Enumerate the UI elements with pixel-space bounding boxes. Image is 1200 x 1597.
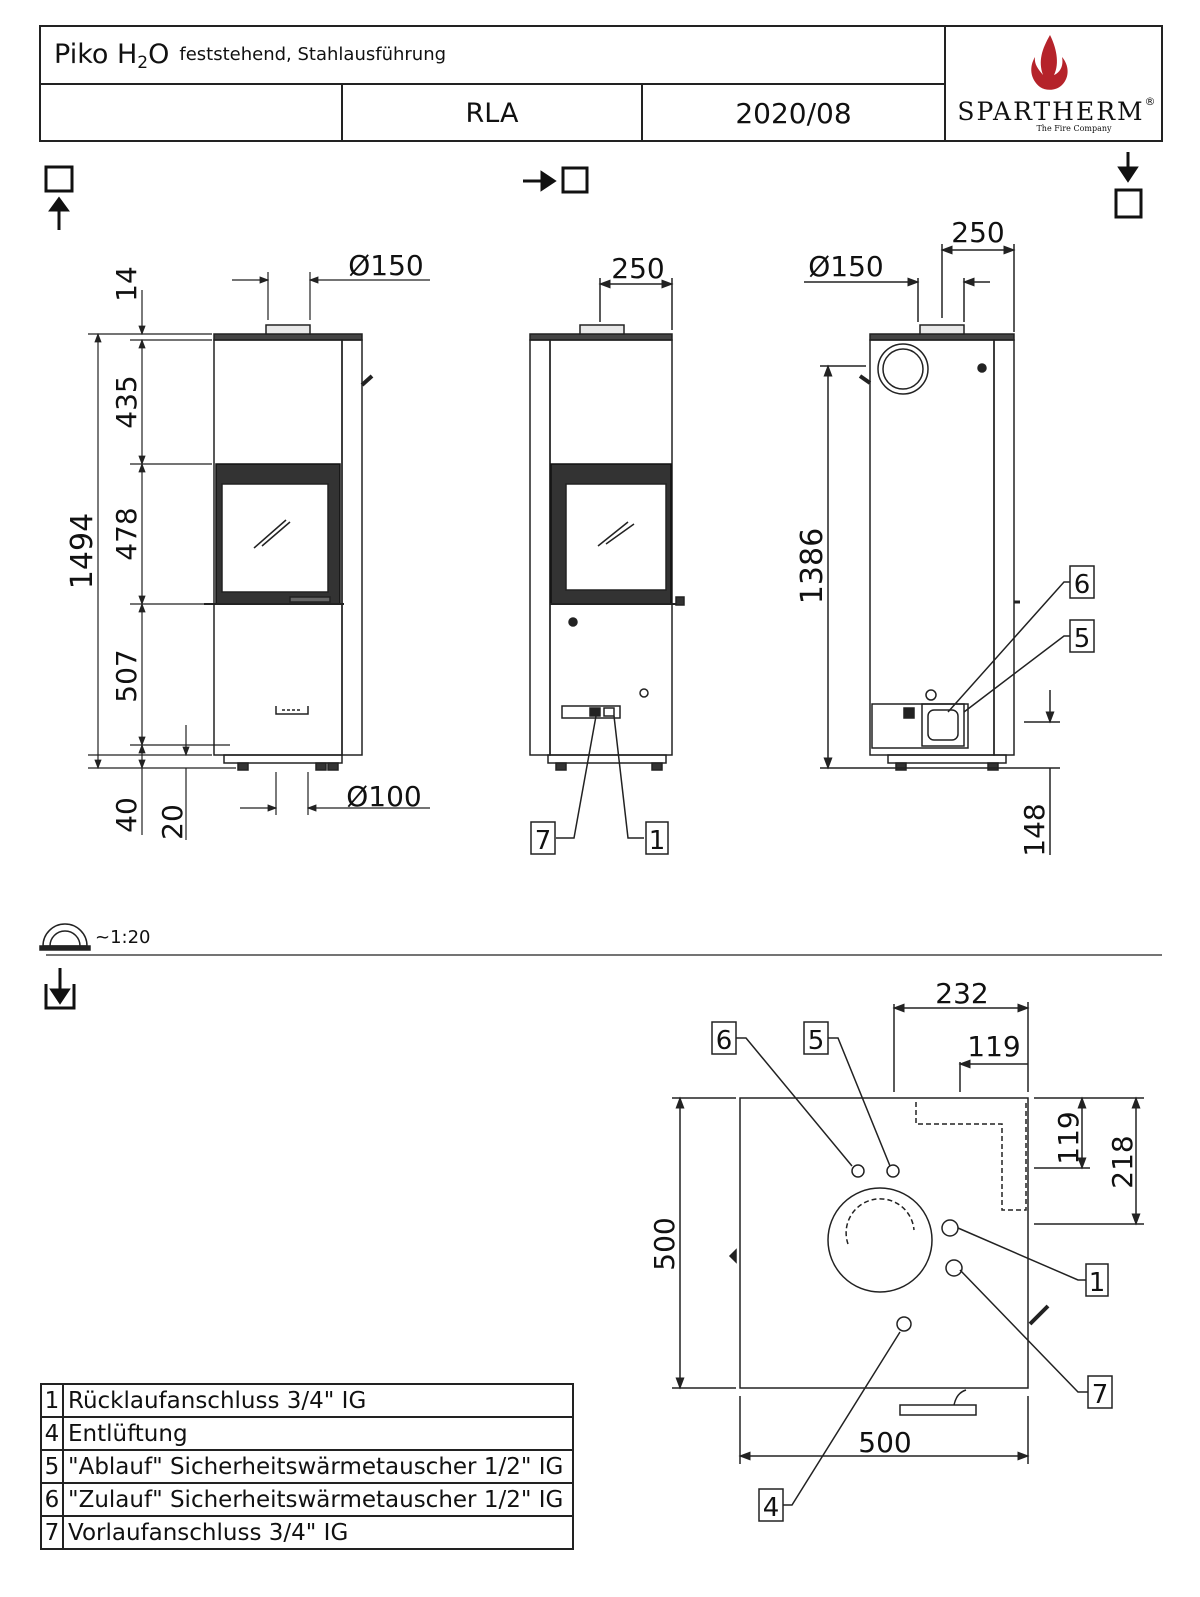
protractor-icon	[42, 923, 88, 947]
legend-row: 5 "Ablauf" Sicherheitswärmetauscher 1/2"…	[40, 1449, 574, 1484]
front-view-labels: 1494 14 435 478 507 40 20 Ø150 Ø100	[65, 249, 424, 840]
legend-number: 5	[40, 1449, 64, 1484]
top-view-labels: 232 119 119 218 500 500 6 5 1 7 4	[648, 977, 1139, 1523]
callout-box-7	[530, 821, 556, 855]
dim-base-height: 148	[1018, 803, 1051, 856]
dim-window: 478	[110, 507, 143, 560]
legend-row: 4 Entlüftung	[40, 1416, 574, 1451]
dim-back-offset: 250	[951, 216, 1004, 249]
callout-box-6	[1069, 565, 1095, 599]
top-view	[672, 1002, 1144, 1506]
back-view-labels: Ø150 250 1386 148 6 5	[795, 216, 1095, 857]
callout-side-1: 1	[649, 826, 666, 856]
callout-back-6: 6	[1074, 570, 1091, 600]
flame-icon	[1031, 35, 1068, 90]
dim-upper: 435	[110, 375, 143, 428]
dim-top-w1: 232	[935, 977, 988, 1010]
drawing-date: 2020/08	[735, 96, 852, 130]
callout-box-top-4	[758, 1488, 784, 1522]
dim-air-bottom: Ø100	[346, 780, 421, 813]
callout-top-6: 6	[716, 1026, 733, 1056]
scale-label: ~1:20	[95, 927, 151, 948]
legend-table: 1 Rücklaufanschluss 3/4" IG 4 Entlüftung…	[40, 1383, 574, 1550]
side-view-icon	[523, 166, 589, 194]
dim-plinth: 20	[156, 804, 189, 840]
legend-text: Rücklaufanschluss 3/4" IG	[62, 1383, 574, 1418]
front-view-dimensions	[88, 272, 430, 840]
callout-box-top-1	[1085, 1263, 1109, 1297]
side-view-labels: 250 7 1	[530, 252, 669, 856]
dim-top-w2: 119	[967, 1030, 1020, 1063]
front-view	[204, 324, 374, 771]
legend-text: "Ablauf" Sicherheitswärmetauscher 1/2" I…	[62, 1449, 574, 1484]
callout-top-5: 5	[808, 1026, 825, 1056]
title-block-frame	[39, 25, 1163, 142]
model-code: RLA	[465, 97, 519, 129]
side-view	[529, 278, 685, 839]
legend-text: "Zulauf" Sicherheitswärmetauscher 1/2" I…	[62, 1482, 574, 1517]
scale-indicator	[39, 923, 1162, 956]
product-subscript: 2	[137, 53, 149, 73]
dim-top-h1: 119	[1052, 1111, 1085, 1164]
callout-box-top-7	[1087, 1375, 1113, 1409]
callout-top-1: 1	[1089, 1268, 1106, 1298]
legend-number: 4	[40, 1416, 64, 1451]
dim-total-height: 1494	[65, 513, 100, 589]
callout-box-5	[1069, 619, 1095, 653]
dim-flue-height: 1386	[795, 528, 830, 604]
legend-row: 6 "Zulauf" Sicherheitswärmetauscher 1/2"…	[40, 1482, 574, 1517]
legend-row: 1 Rücklaufanschluss 3/4" IG	[40, 1383, 574, 1418]
dim-flue-top: Ø150	[348, 249, 423, 282]
callout-top-7: 7	[1092, 1380, 1109, 1410]
legend-row: 7 Vorlaufanschluss 3/4" IG	[40, 1515, 574, 1550]
legend-text: Entlüftung	[62, 1416, 574, 1451]
legend-text: Vorlaufanschluss 3/4" IG	[62, 1515, 574, 1550]
callout-back-5: 5	[1074, 624, 1091, 654]
dim-side-width: 250	[611, 252, 664, 285]
product-name: Piko H	[54, 38, 138, 70]
brand-logo: SPARTHERM ® The Fire Company	[957, 35, 1156, 133]
callout-side-7: 7	[535, 826, 552, 856]
product-variant: feststehend, Stahlausführung	[179, 43, 447, 65]
front-view-icon	[44, 165, 74, 230]
legend-number: 6	[40, 1482, 64, 1517]
dim-back-flue: Ø150	[808, 250, 883, 283]
brand-registered: ®	[1145, 95, 1156, 108]
callout-top-4: 4	[763, 1493, 780, 1523]
back-view	[804, 244, 1070, 855]
dim-top-width: 500	[858, 1426, 911, 1459]
dim-top-h2: 218	[1106, 1135, 1139, 1188]
callout-box-top-5	[803, 1021, 829, 1055]
callout-box-1	[645, 821, 669, 855]
back-view-icon	[1114, 152, 1143, 219]
dim-foot: 40	[110, 797, 143, 833]
dim-top: 14	[110, 266, 143, 302]
legend-number: 1	[40, 1383, 64, 1418]
top-view-icon	[44, 968, 76, 1010]
dim-top-depth: 500	[648, 1217, 681, 1270]
brand-tagline: The Fire Company	[1036, 124, 1112, 133]
product-suffix: O	[148, 38, 170, 70]
callout-box-top-6	[711, 1021, 737, 1055]
legend-number: 7	[40, 1515, 64, 1550]
brand-name: SPARTHERM	[957, 97, 1144, 126]
dim-lower: 507	[110, 649, 143, 702]
